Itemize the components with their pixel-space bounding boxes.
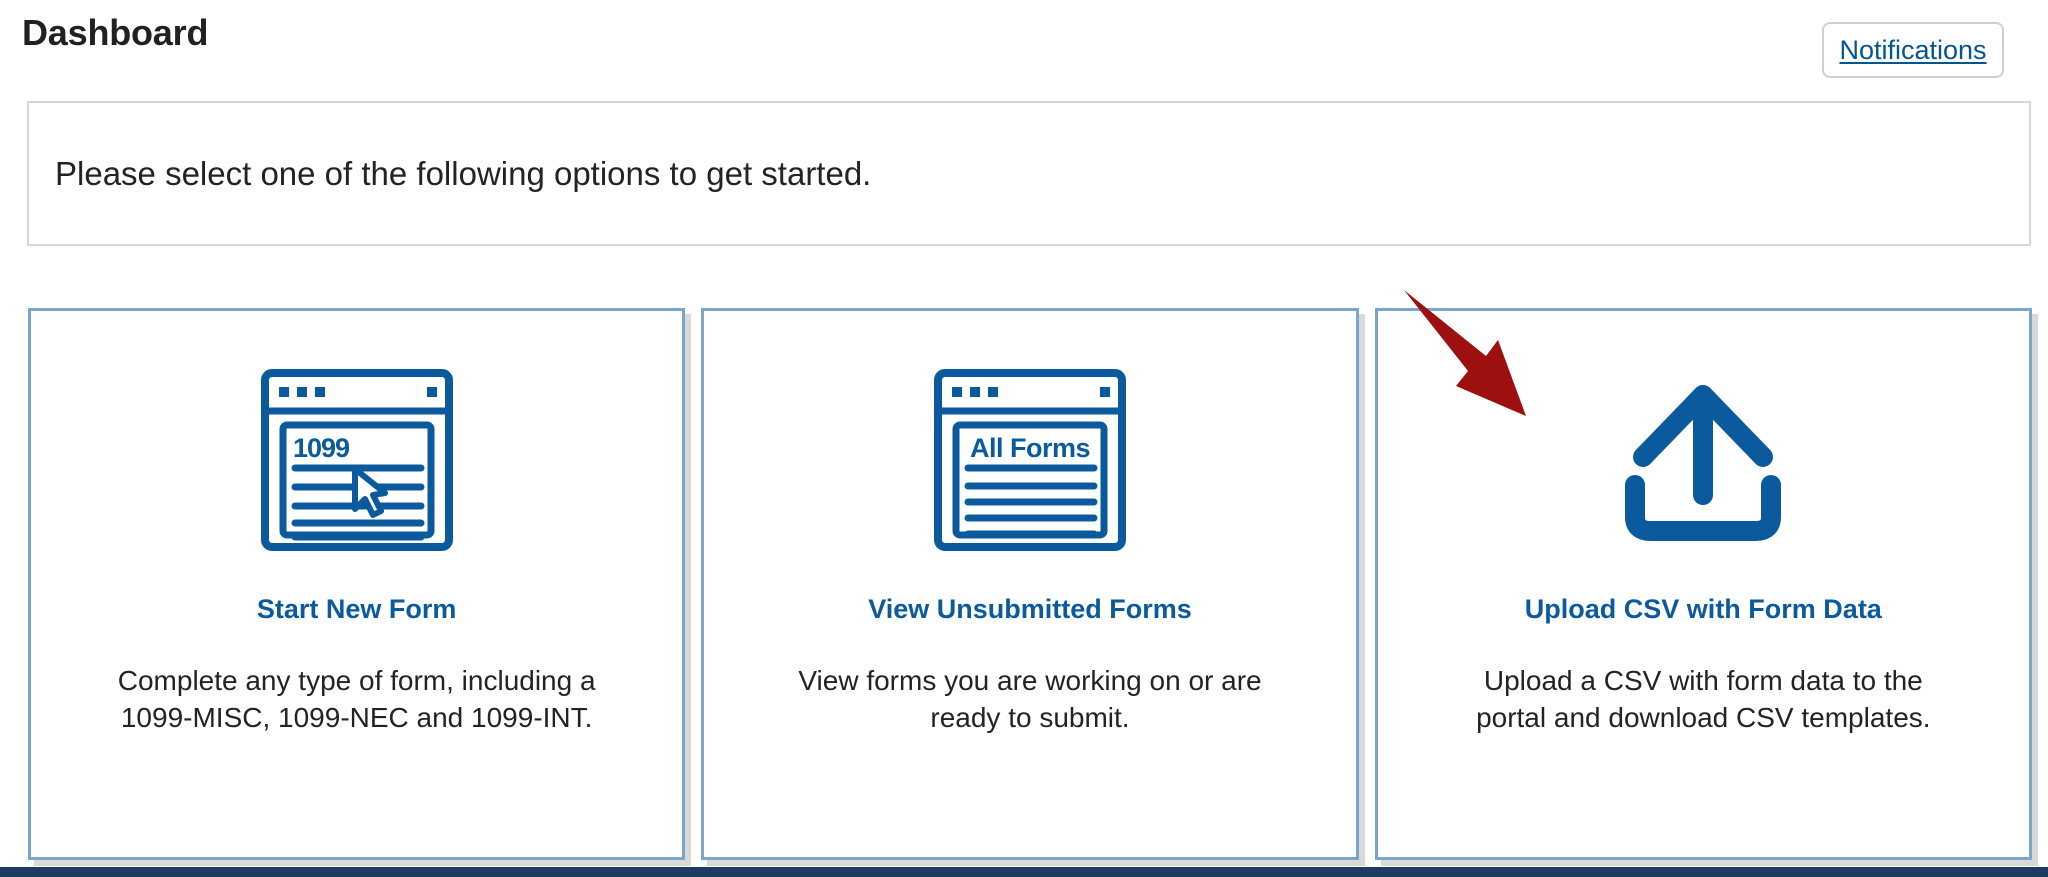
footer-bar	[0, 867, 2048, 877]
card-description: Complete any type of form, including a 1…	[117, 665, 596, 734]
upload-icon	[1583, 345, 1823, 575]
dashboard-options: 1099 Start New Form Complete any type of…	[28, 308, 2032, 860]
page-header: Dashboard Notifications	[0, 0, 2048, 86]
card-start-new-form[interactable]: 1099 Start New Form Complete any type of…	[28, 308, 686, 860]
card-description: Upload a CSV with form data to the porta…	[1476, 665, 1931, 734]
all-forms-window-icon: All Forms	[910, 345, 1150, 575]
notifications-button-label: Notifications	[1839, 34, 1987, 65]
card-title: View Unsubmitted Forms	[868, 594, 1192, 624]
notifications-button[interactable]: Notifications	[1822, 22, 2004, 78]
card-upload-csv-with-form-data[interactable]: Upload CSV with Form Data Upload a CSV w…	[1374, 308, 2032, 860]
instruction-panel: Please select one of the following optio…	[27, 101, 2031, 246]
card-view-unsubmitted-forms[interactable]: All Forms View Unsubmitted Forms View fo…	[701, 308, 1359, 860]
svg-text:1099: 1099	[293, 433, 350, 463]
card-title: Start New Form	[256, 594, 457, 624]
card-title: Upload CSV with Form Data	[1524, 594, 1882, 624]
page-title: Dashboard	[22, 12, 209, 53]
form-1099-window-icon: 1099	[237, 345, 477, 575]
card-description: View forms you are working on or are rea…	[798, 665, 1262, 734]
instruction-text: Please select one of the following optio…	[55, 154, 872, 192]
svg-text:All Forms: All Forms	[970, 433, 1090, 463]
